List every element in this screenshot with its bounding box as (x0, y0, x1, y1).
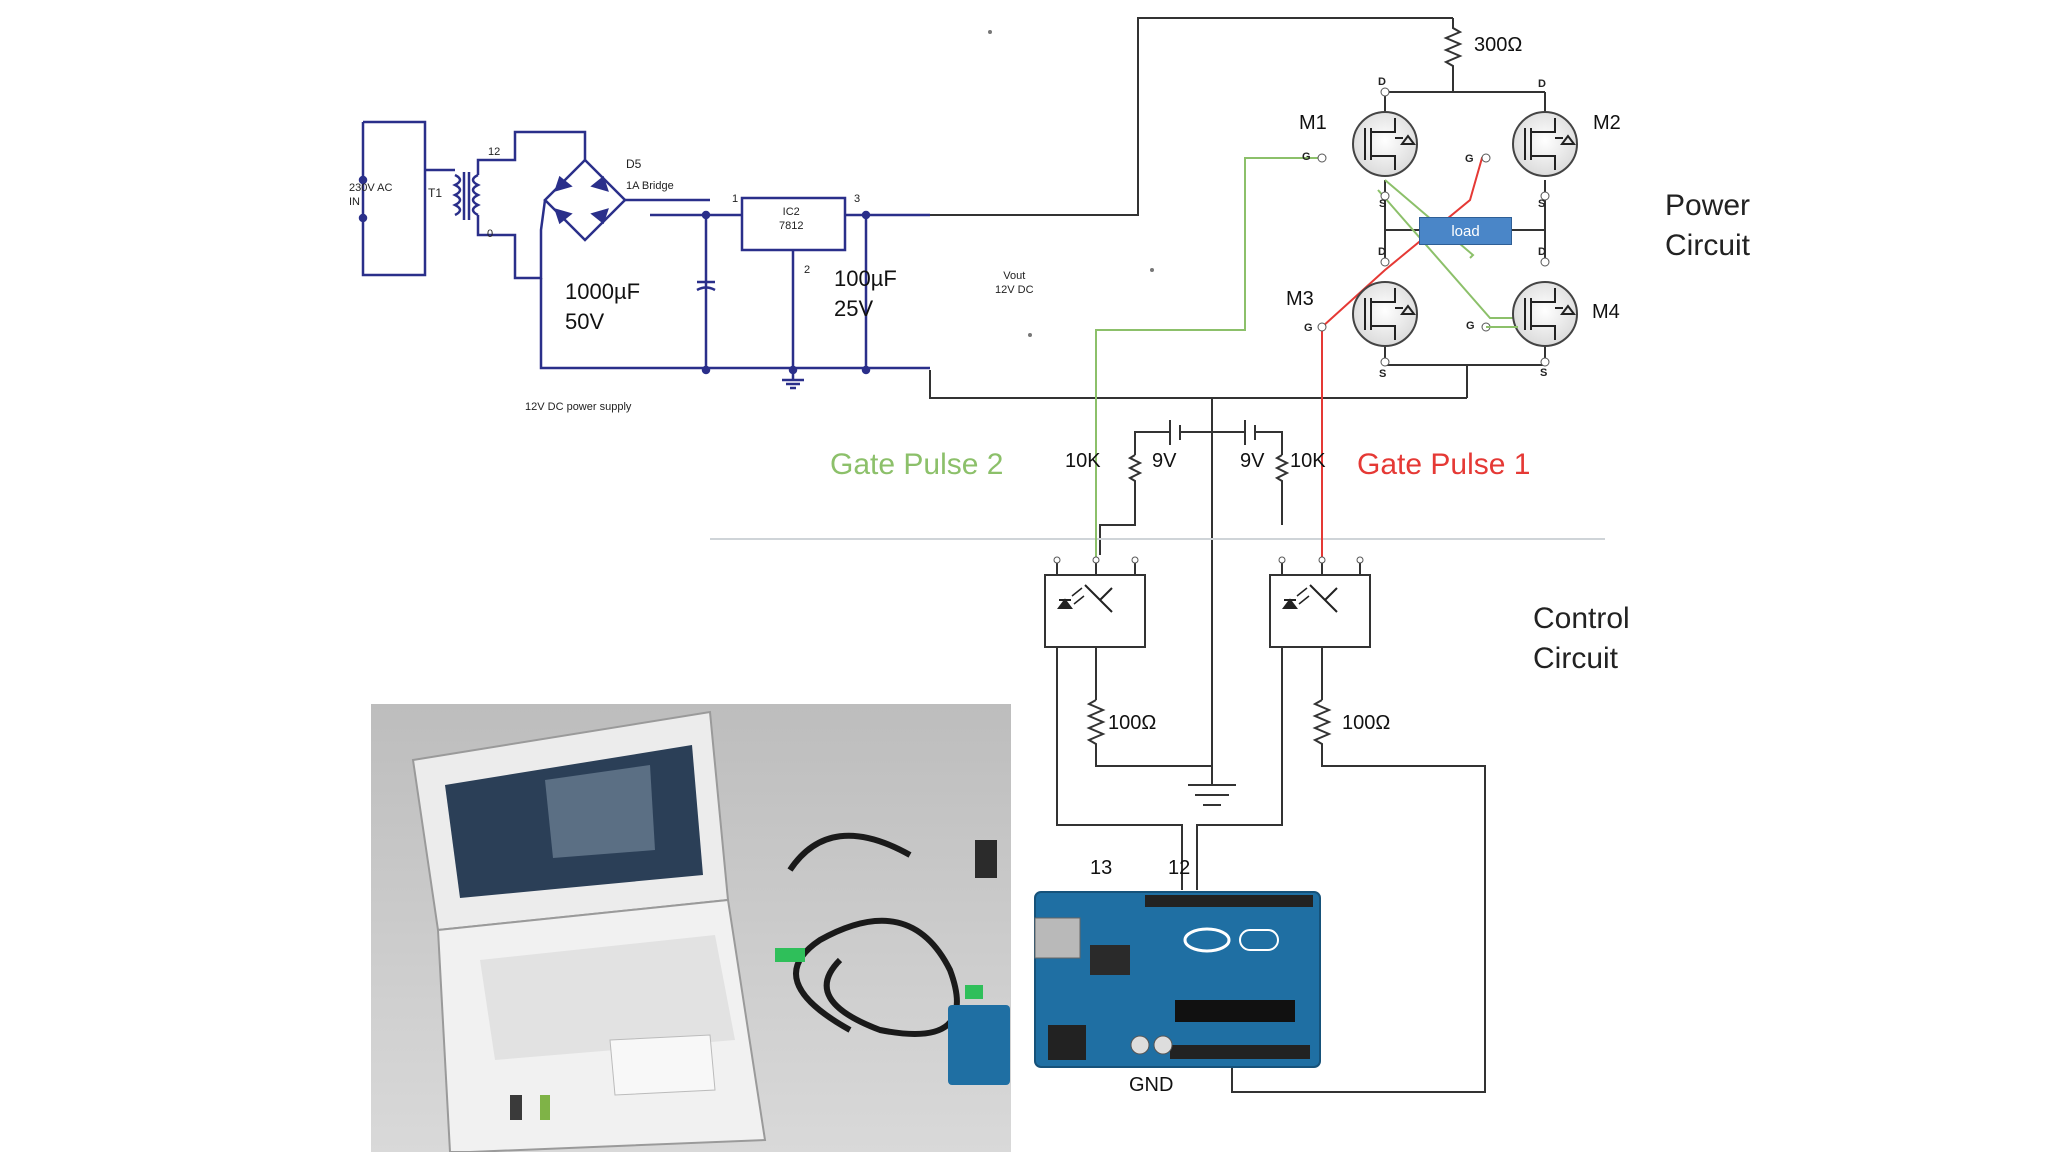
power-circuit-title: Power Circuit (1665, 189, 1751, 262)
arduino-uno-board (1034, 891, 1321, 1068)
bridge-type: 1A Bridge (626, 180, 674, 192)
pin-s-m3: S (1379, 368, 1387, 380)
gate-pulse-2-wire (1095, 157, 1518, 560)
capacitor-1000uf-label: 1000µF 50V (565, 279, 641, 334)
power-wiring (929, 17, 1546, 785)
pin-g-m2: G (1465, 153, 1474, 165)
pin-g-m1: G (1302, 151, 1311, 163)
mosfet-m1-label: M1 (1299, 112, 1327, 134)
regulator-pin-3: 3 (854, 193, 861, 205)
resistor-100-right-label: 100Ω (1342, 712, 1391, 734)
regulator-pin-2: 2 (804, 264, 811, 276)
bridge-name: D5 (626, 157, 642, 171)
ac-input-label: 230V AC IN (349, 182, 393, 208)
resistor-10k-left-label: 10K (1065, 450, 1101, 472)
pin-d-m2: D (1538, 78, 1546, 90)
optocoupler-left (1044, 556, 1146, 648)
power-supply-schematic (358, 120, 930, 390)
gate-pulse-1-label: Gate Pulse 1 (1357, 448, 1531, 481)
pin-s-m1: S (1379, 198, 1387, 210)
regulator-label: IC2 7812 (779, 206, 804, 232)
capacitor-100uf-label: 100µF 25V (834, 266, 897, 321)
mosfet-m3-label: M3 (1286, 288, 1314, 310)
regulator-pin-1: 1 (732, 193, 739, 205)
mosfet-m2 (1481, 111, 1578, 201)
power-supply-caption: 12V DC power supply (525, 401, 632, 413)
battery-9v-left-label: 9V (1152, 450, 1177, 472)
pin-g-m4: G (1466, 320, 1475, 332)
load-box: load (1419, 217, 1512, 245)
arduino-pin-12-label: 12 (1168, 857, 1191, 879)
pin-d-m3: D (1378, 246, 1386, 258)
pin-d-m1: D (1378, 76, 1386, 88)
mosfet-m3 (1317, 257, 1418, 367)
resistor-100-left-label: 100Ω (1108, 712, 1157, 734)
pin-g-m3: G (1304, 322, 1313, 334)
optocoupler-right (1269, 556, 1371, 648)
setup-photo (371, 704, 1011, 1152)
control-wiring (1056, 560, 1486, 1093)
battery-9v-right-label: 9V (1240, 450, 1265, 472)
mosfet-m1 (1317, 87, 1418, 201)
mosfet-m2-label: M2 (1593, 112, 1621, 134)
mosfet-m4-label: M4 (1592, 301, 1620, 323)
resistor-10k-right-label: 10K (1290, 450, 1326, 472)
pin-d-m4: D (1538, 246, 1546, 258)
resistor-300-label: 300Ω (1474, 34, 1523, 56)
control-circuit-title: Control Circuit (1533, 602, 1630, 675)
laptop-image (411, 710, 767, 1152)
arduino-pin-13-label: 13 (1090, 857, 1113, 879)
transformer-tap-bottom: 0 (487, 228, 494, 240)
arduino-gnd-label: GND (1129, 1074, 1174, 1096)
pin-s-m2: S (1538, 198, 1546, 210)
pin-s-m4: S (1540, 367, 1548, 379)
gate-pulse-2-label: Gate Pulse 2 (830, 448, 1004, 481)
mosfet-m4 (1481, 257, 1578, 367)
vout-label: Vout 12V DC (995, 270, 1034, 296)
transformer-tap-top: 12 (488, 146, 501, 158)
transformer-label: T1 (428, 186, 443, 200)
